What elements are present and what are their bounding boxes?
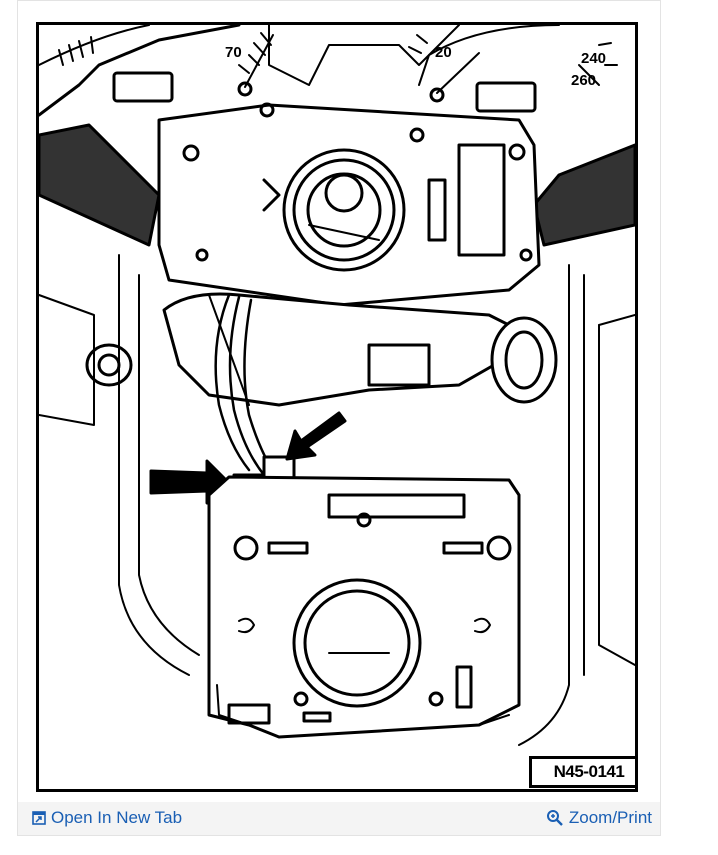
gauge-label-260: 260 [571,72,596,89]
zoom-print-label: Zoom/Print [568,808,652,827]
gauge-label-240: 240 [581,50,606,67]
new-tab-icon [32,811,46,825]
technical-illustration: 70 20 240 260 N45-0141 [36,22,638,792]
magnifier-icon [546,809,564,827]
figure-id-label: N45-0141 [529,756,635,788]
image-toolbar: Open In New Tab Zoom/Print [18,802,660,835]
gauge-label-20: 20 [435,44,452,61]
open-in-new-tab-label: Open In New Tab [51,808,183,827]
gauge-label-70: 70 [225,44,242,61]
steering-column-drawing: 70 20 240 260 [39,25,635,746]
open-in-new-tab-link[interactable]: Open In New Tab [32,808,182,828]
zoom-print-link[interactable]: Zoom/Print [546,808,652,828]
